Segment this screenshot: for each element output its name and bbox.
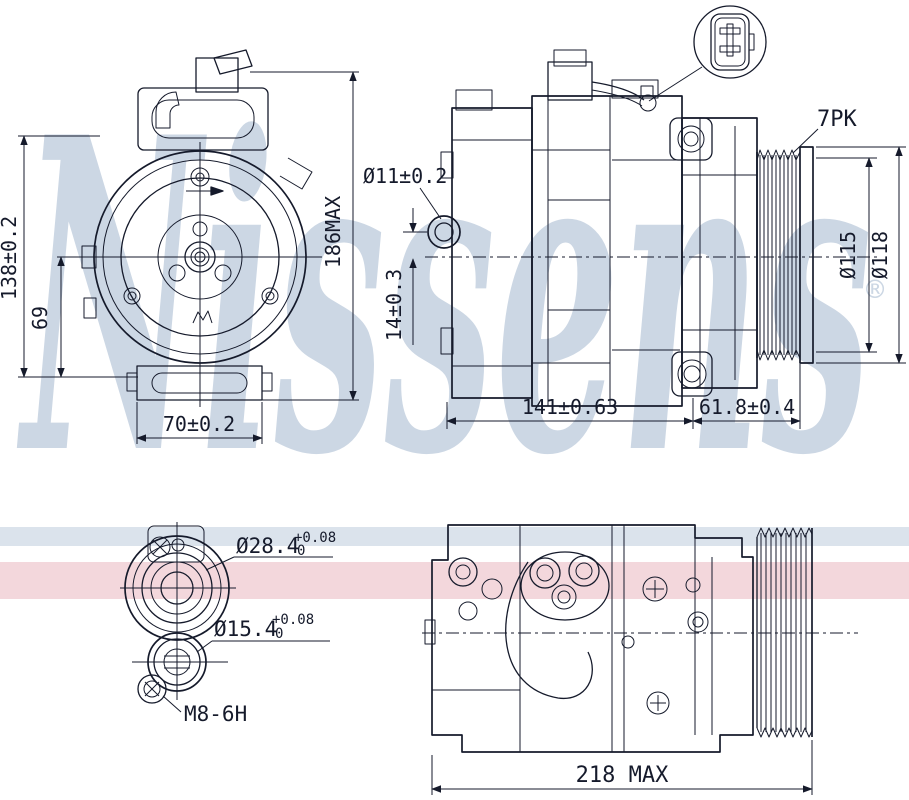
dim-pulley-diameters (816, 146, 906, 364)
side-view (425, 49, 880, 407)
mount-hole-offset-label: 14±0.3 (382, 269, 406, 341)
dim-body-height (18, 135, 138, 378)
rear-view (422, 524, 858, 753)
discharge-tol-upper-label: +0.08 (272, 612, 314, 628)
discharge-tol-lower-label: 0 (275, 626, 283, 642)
front-view (57, 49, 322, 407)
overall-height-label: 186MAX (321, 196, 345, 268)
rotation-arrow-icon (210, 186, 224, 196)
bolt-thread-label: M8-6H (184, 702, 247, 726)
pink-stripe (0, 562, 909, 599)
overall-length-label: 218 MAX (576, 763, 669, 788)
mount-hole-dia-label: Ø11±0.2 (363, 164, 447, 188)
dim-overall-length (431, 740, 813, 795)
dim-foot-width (136, 402, 263, 444)
pulley-pitch-dia-label: Ø115 (836, 231, 860, 279)
suction-tol-lower-label: 0 (297, 543, 305, 559)
dim-belt-profile (792, 128, 819, 154)
blue-stripe (0, 527, 909, 546)
pulley-outer-dia-label: Ø118 (868, 231, 892, 279)
brand-watermark: Nissens (16, 45, 872, 550)
dim-body-length (446, 364, 801, 429)
pulley-rear (756, 527, 813, 738)
dimension-labels: 186MAX 138±0.2 69 70±0.2 Ø11±0.2 14±0.3 … (0, 107, 892, 788)
discharge-port-detail (132, 628, 330, 713)
body-height-label: 138±0.2 (0, 216, 21, 300)
belt-profile-label: 7PK (817, 107, 857, 132)
axis-height-label: 69 (28, 306, 52, 330)
body-length-label: 141±0.63 (522, 395, 618, 419)
pulley-side (756, 146, 814, 364)
pulley-section-length-label: 61.8±0.4 (699, 395, 795, 419)
dimensions (18, 71, 906, 795)
suction-dia-label: Ø28.4 (236, 534, 299, 558)
connector-detail-balloon (648, 5, 767, 102)
dim-mount-hole (419, 187, 442, 220)
dim-mount-hole-offset (403, 208, 427, 345)
foot-width-label: 70±0.2 (163, 412, 235, 436)
discharge-dia-label: Ø15.4 (214, 617, 277, 641)
suction-tol-upper-label: +0.08 (294, 530, 336, 546)
dim-overall-height (250, 71, 359, 401)
